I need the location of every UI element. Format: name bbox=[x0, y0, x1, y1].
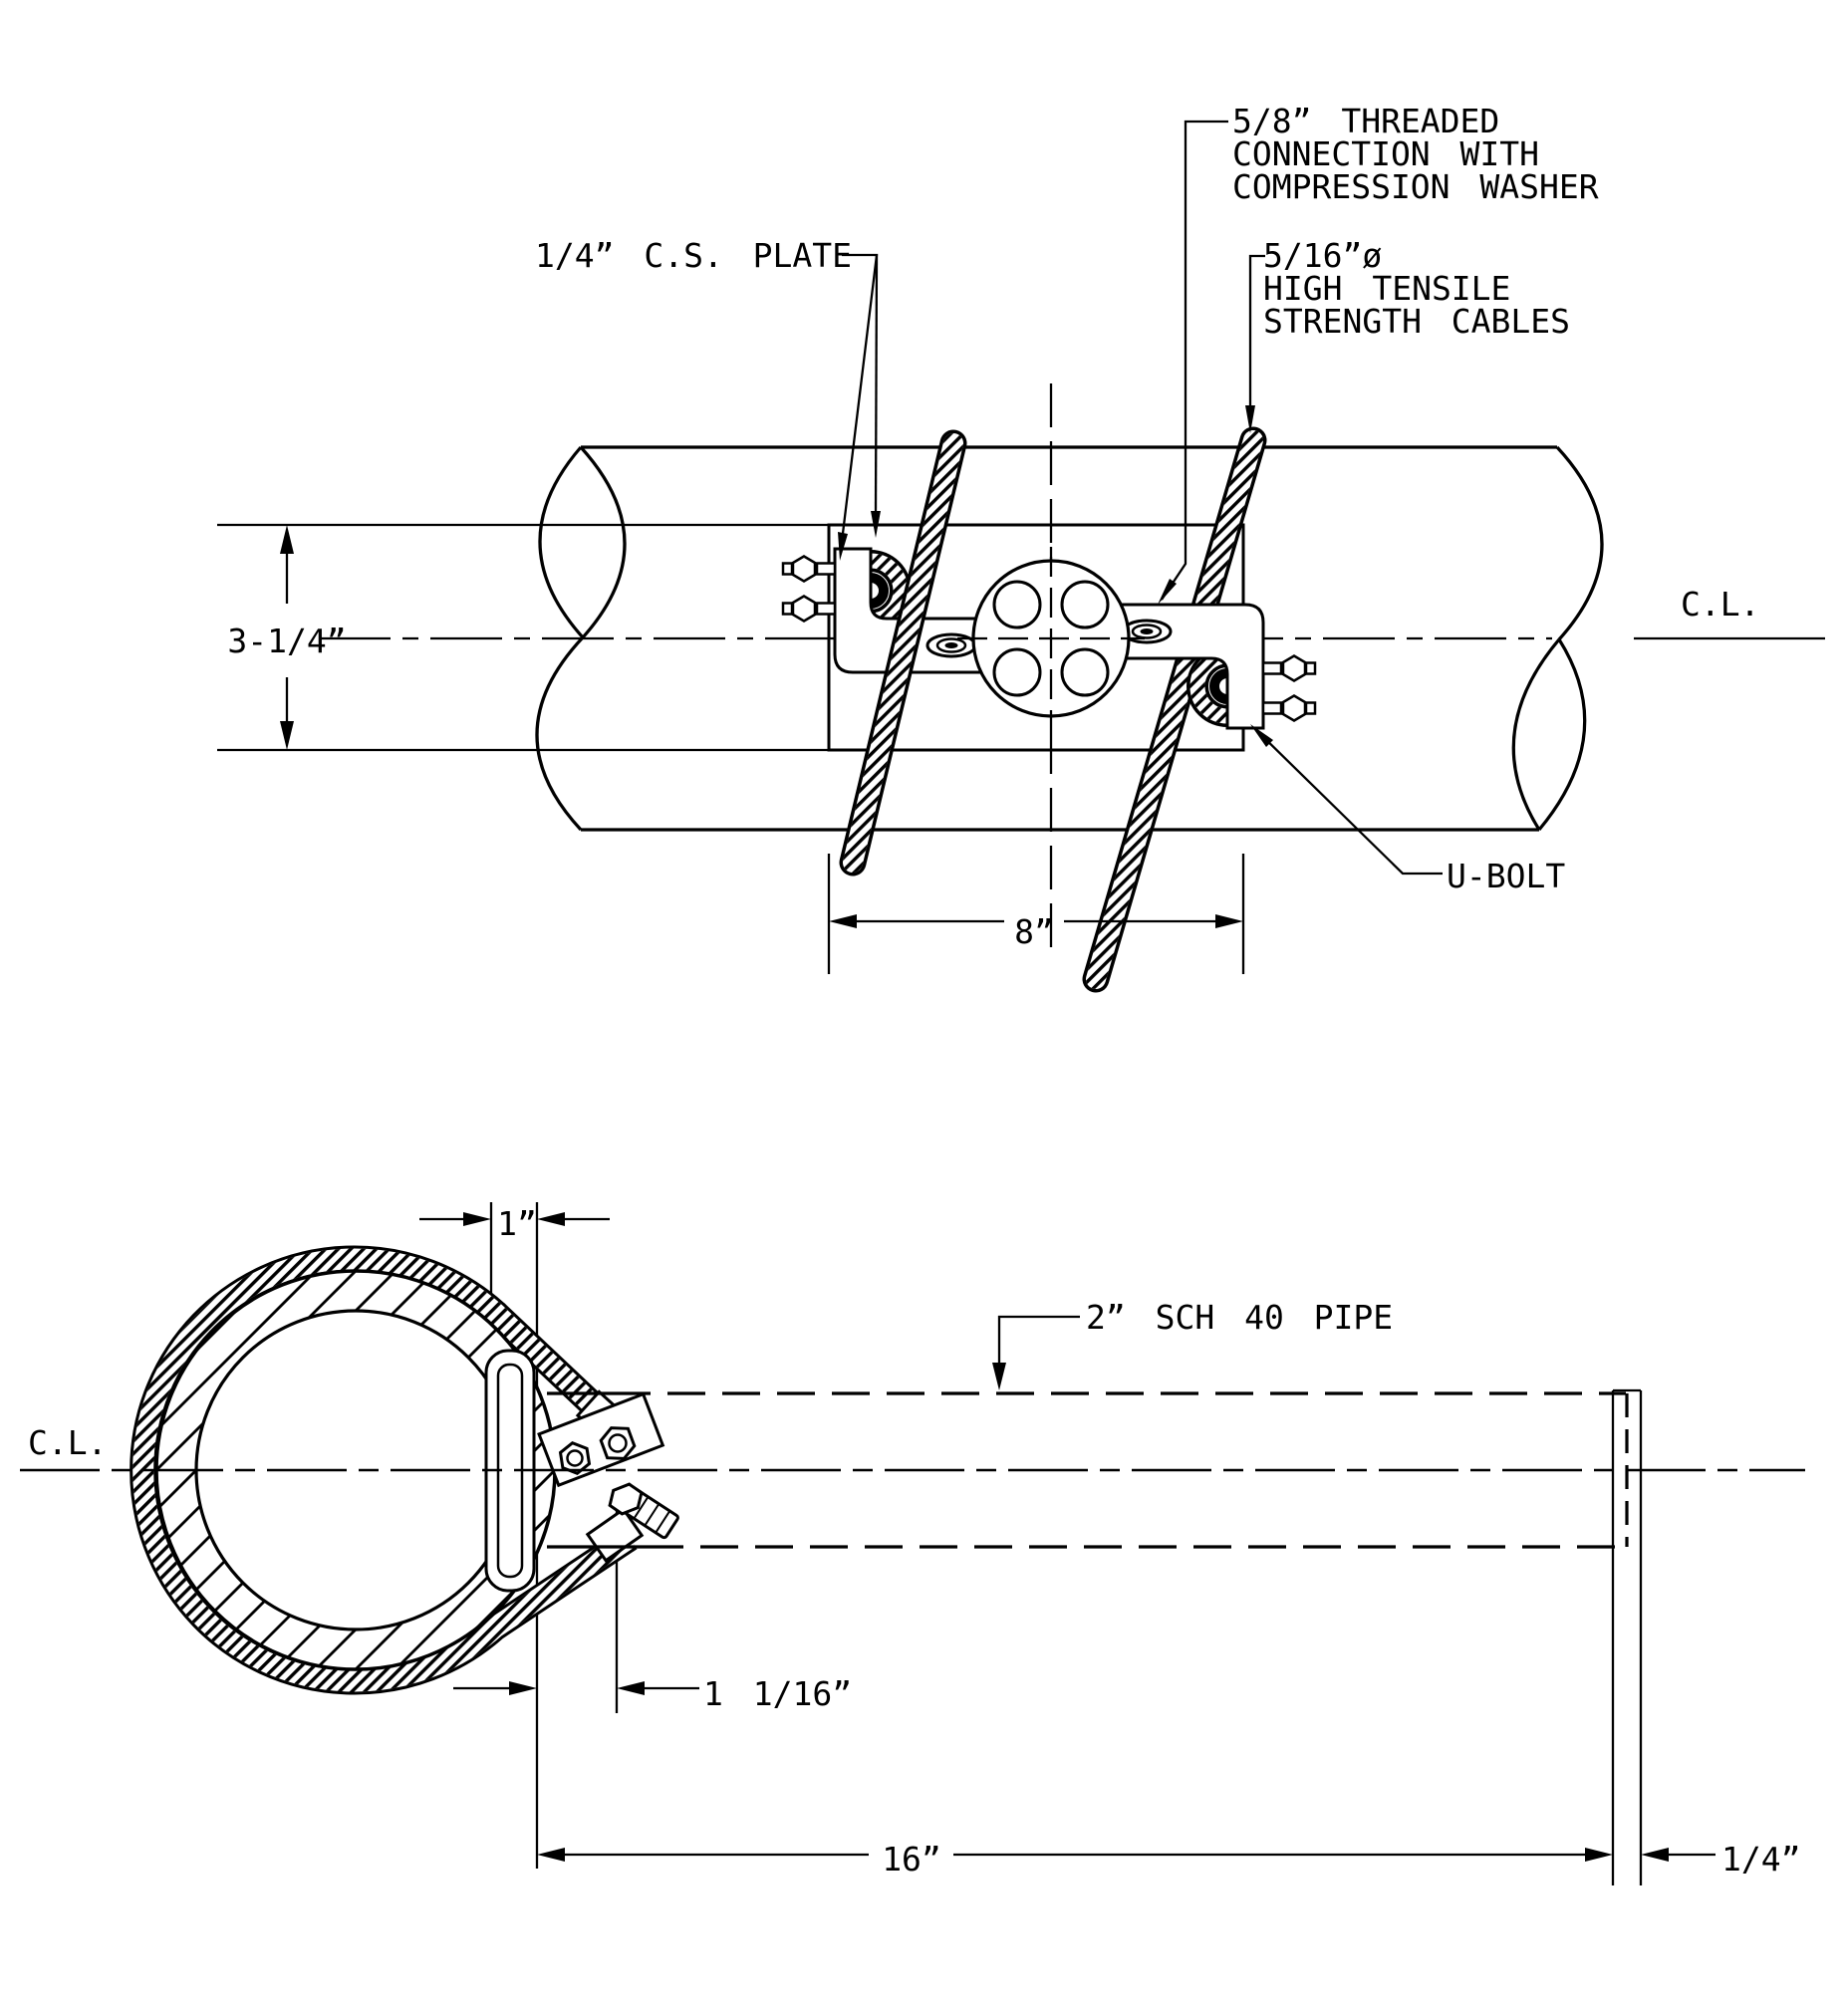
dim-1-4in-text: 1/4” bbox=[1721, 1840, 1800, 1879]
cable-bundle-fitting bbox=[957, 547, 1145, 730]
bolt-head bbox=[608, 1482, 644, 1516]
arrowhead bbox=[280, 525, 294, 554]
arrowhead bbox=[537, 1848, 565, 1862]
arrowhead bbox=[1245, 405, 1255, 433]
label-sch40-pipe: 2” SCH 40 PIPE bbox=[992, 1298, 1393, 1390]
arrowhead bbox=[1585, 1848, 1613, 1862]
cables-text-2: HIGH TENSILE bbox=[1263, 269, 1510, 308]
bolt-stub bbox=[781, 602, 794, 616]
arrowhead bbox=[1158, 579, 1177, 605]
pipe-break-left bbox=[535, 445, 627, 832]
label-threaded-connection: 5/8” THREADED CONNECTION WITH COMPRESSIO… bbox=[1158, 102, 1599, 605]
label-tensile-cables: 5/16”ø HIGH TENSILE STRENGTH CABLES bbox=[1245, 236, 1570, 433]
bolt-nut bbox=[1281, 694, 1307, 722]
arrowhead bbox=[829, 914, 857, 928]
bolt-stub bbox=[1304, 661, 1317, 675]
dim-3-1-4-text: 3-1/4” bbox=[227, 622, 346, 660]
arrowhead bbox=[280, 721, 294, 750]
arrowhead bbox=[1215, 914, 1243, 928]
centerline-text-top: C.L. bbox=[1681, 585, 1759, 624]
pipe-side-view bbox=[535, 445, 1604, 832]
arrowhead bbox=[537, 1212, 565, 1226]
bolt-stub bbox=[781, 562, 794, 576]
bolt-nut bbox=[791, 595, 817, 623]
arrowhead bbox=[509, 1681, 537, 1695]
sch40-text: 2” SCH 40 PIPE bbox=[1086, 1298, 1393, 1337]
u-bolt-text: U-BOLT bbox=[1447, 857, 1565, 895]
cable-right bbox=[1082, 426, 1267, 993]
threaded-text-3: COMPRESSION WASHER bbox=[1232, 167, 1599, 206]
dim-8in: 8” bbox=[827, 854, 1245, 974]
label-cs-plate: 1/4” C.S. PLATE bbox=[535, 236, 881, 561]
threaded-text-1: 5/8” THREADED bbox=[1232, 102, 1499, 140]
top-view: 8” 3-1/4” 1/4” C.S. PLATE 5/8” THREADED … bbox=[217, 102, 1825, 993]
dim-16in-text: 16” bbox=[882, 1840, 941, 1879]
arrowhead bbox=[1250, 724, 1273, 747]
dim-1-1-16-text: 1 1/16” bbox=[703, 1674, 852, 1713]
arrowhead bbox=[1641, 1848, 1669, 1862]
cable-hole bbox=[992, 647, 1042, 697]
arrowhead bbox=[838, 532, 848, 561]
dim-1-1-16: 1 1/16” bbox=[453, 1510, 852, 1869]
cs-plate-text: 1/4” C.S. PLATE bbox=[535, 236, 852, 275]
dim-1-4in: 1/4” bbox=[1611, 1388, 1800, 1885]
cables-text-3: STRENGTH CABLES bbox=[1263, 302, 1570, 341]
dim-1in-text: 1” bbox=[497, 1204, 537, 1243]
threaded-text-2: CONNECTION WITH bbox=[1232, 134, 1539, 173]
dim-16in: 16” bbox=[537, 1840, 1613, 1879]
dim-8in-text: 8” bbox=[1014, 912, 1054, 951]
cables-text-1: 5/16”ø bbox=[1263, 236, 1382, 275]
arrowhead bbox=[992, 1363, 1006, 1390]
centerline-text-bottom: C.L. bbox=[28, 1423, 107, 1462]
cable-hole bbox=[992, 580, 1042, 629]
cable-hole bbox=[1060, 580, 1110, 629]
cable-left bbox=[839, 429, 967, 877]
bolt-nut bbox=[1281, 654, 1307, 682]
arrowhead bbox=[871, 511, 881, 538]
label-u-bolt: U-BOLT bbox=[1250, 724, 1565, 895]
clamp-bolt-plate bbox=[537, 1391, 679, 1540]
arrowhead bbox=[463, 1212, 491, 1226]
u-bolt-bracket-right bbox=[1096, 603, 1317, 730]
cable-hole bbox=[1060, 647, 1110, 697]
dim-3-1-4-extension-lines bbox=[217, 523, 829, 752]
bolt-stub bbox=[1304, 701, 1317, 715]
arrowhead bbox=[617, 1681, 645, 1695]
pipe-break-right bbox=[1511, 445, 1604, 832]
clamp-band bbox=[130, 1245, 638, 1695]
bolt-nut bbox=[791, 555, 817, 583]
bottom-view: 1” 1 1/16” 16” 1/4” bbox=[20, 1202, 1805, 1885]
